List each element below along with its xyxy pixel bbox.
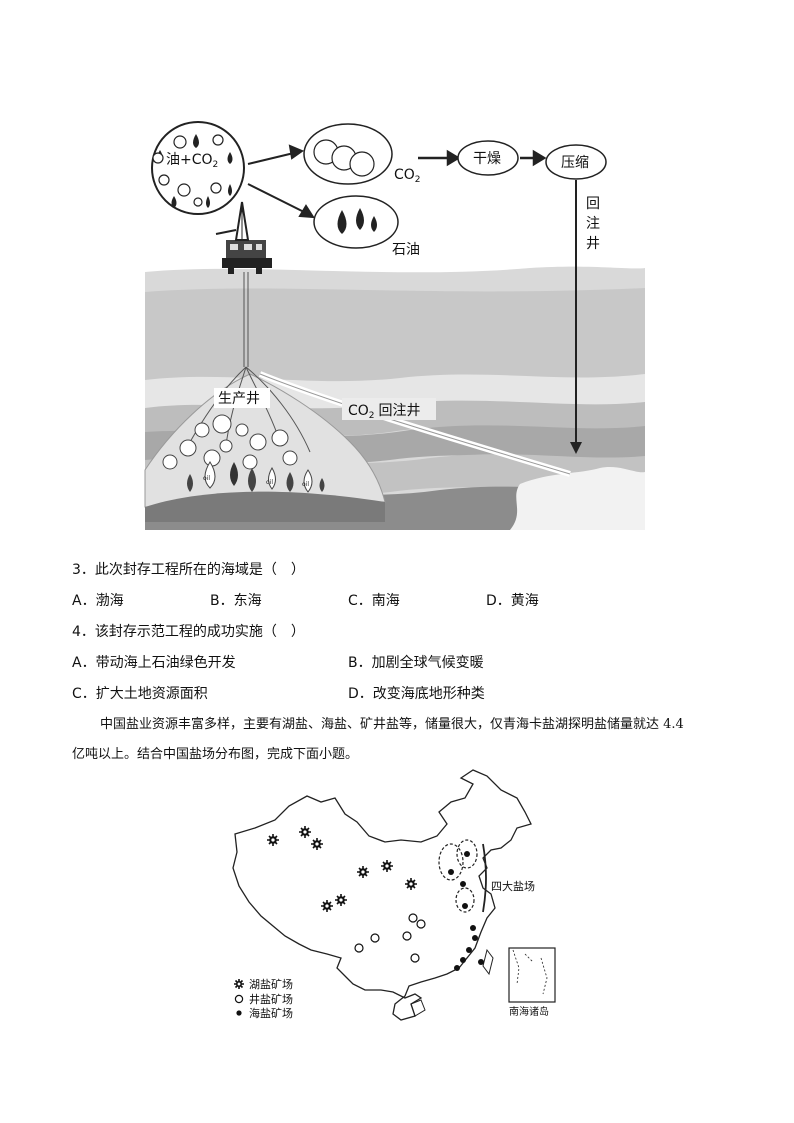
map-legend: 湖盐矿场 井盐矿场 海盐矿场 xyxy=(234,977,293,1020)
process-arrows xyxy=(418,149,547,167)
inset-label: 南海诸岛 xyxy=(509,1005,549,1018)
sea-salt-sites xyxy=(454,925,484,971)
reinjection-vertical-1: 回 xyxy=(586,196,600,212)
reinjection-arrow xyxy=(570,180,582,454)
question-3-option-b[interactable]: B．东海 xyxy=(210,593,262,609)
svg-text:井盐矿场: 井盐矿场 xyxy=(249,992,293,1006)
svg-text:压缩: 压缩 xyxy=(561,155,589,171)
oil-label: 石油 xyxy=(392,242,420,258)
split-arrows xyxy=(247,144,315,219)
intro-paragraph-line-2: 亿吨以上。结合中国盐场分布图，完成下面小题。 xyxy=(72,747,359,762)
question-4-stem: 4．该封存示范工程的成功实施（ ） xyxy=(72,624,305,640)
co2-oval xyxy=(303,123,393,185)
question-3-stem: 3．此次封存工程所在的海域是（ ） xyxy=(72,562,305,578)
co2-label: CO2 xyxy=(394,167,421,185)
hainan-island xyxy=(410,999,426,1017)
china-salt-field-map: 南海诸岛 四大盐场 xyxy=(232,769,557,1021)
dry-oval: 干燥 xyxy=(457,140,519,176)
four-salt-fields-markers xyxy=(438,839,487,913)
oil-co2-bubble: 油+CO2 xyxy=(151,121,245,215)
question-4-option-a[interactable]: A．带动海上石油绿色开发 xyxy=(72,655,236,671)
svg-text:干燥: 干燥 xyxy=(473,151,501,167)
lake-salt-sites xyxy=(267,826,417,912)
taiwan-island xyxy=(482,948,494,976)
four-salt-fields-label: 四大盐场 xyxy=(491,879,535,893)
legend-filled-dot-icon xyxy=(236,1010,242,1016)
bubble-label: 油+CO2 xyxy=(166,152,218,170)
svg-text:oil: oil xyxy=(302,481,309,488)
well-salt-sites xyxy=(354,913,426,963)
oil-oval xyxy=(313,195,399,249)
svg-text:oil: oil xyxy=(203,475,210,482)
intro-paragraph-line-1: 中国盐业资源丰富多样，主要有湖盐、海盐、矿井盐等，储量很大，仅青海卡盐湖探明盐储… xyxy=(100,717,684,732)
question-3-option-d[interactable]: D．黄海 xyxy=(486,593,539,609)
legend-open-circle-icon xyxy=(234,994,244,1004)
legend-gear-icon xyxy=(234,979,244,989)
compress-oval: 压缩 xyxy=(545,144,607,180)
reinjection-vertical-3: 井 xyxy=(586,236,600,252)
svg-text:oil: oil xyxy=(266,479,273,486)
question-3-option-a[interactable]: A．渤海 xyxy=(72,593,124,609)
svg-text:海盐矿场: 海盐矿场 xyxy=(249,1006,293,1020)
reinjection-vertical-2: 注 xyxy=(586,216,600,232)
question-4-option-d[interactable]: D．改变海底地形种类 xyxy=(348,686,485,702)
production-well-label: 生产井 xyxy=(218,391,260,407)
question-4-option-b[interactable]: B．加剧全球气候变暖 xyxy=(348,655,484,671)
co2-storage-diagram: 油+CO2 CO2 石油 干燥 压缩 回 xyxy=(144,121,645,530)
oil-platform-icon xyxy=(215,201,272,274)
reservoir-contents: oil oil oil xyxy=(162,414,325,493)
china-outline xyxy=(232,769,532,1021)
question-4-option-c[interactable]: C．扩大土地资源面积 xyxy=(72,686,208,702)
question-3-option-c[interactable]: C．南海 xyxy=(348,593,400,609)
svg-text:湖盐矿场: 湖盐矿场 xyxy=(249,977,293,991)
south-china-sea-inset: 南海诸岛 xyxy=(507,947,557,1018)
